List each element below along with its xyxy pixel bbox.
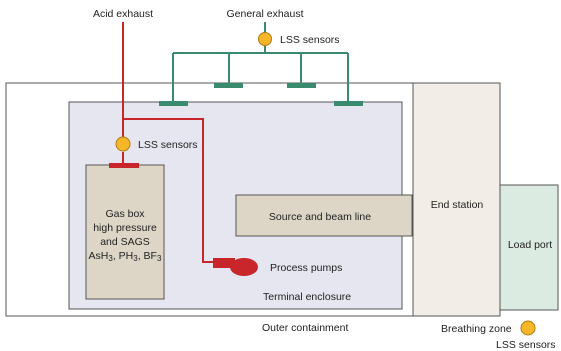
acid-exhaust-label: Acid exhaust — [93, 8, 153, 20]
general-exhaust-label: General exhaust — [226, 8, 303, 20]
exhaust-hoods — [159, 83, 363, 106]
lss-sensor-top-icon — [258, 32, 272, 46]
lss-sensor-breathing-icon — [520, 320, 536, 336]
process-pump-icon — [213, 258, 258, 276]
process-pumps-label: Process pumps — [270, 262, 342, 274]
acid-exhaust-line — [122, 22, 214, 263]
terminal-enclosure-label: Terminal enclosure — [263, 291, 351, 303]
exhaust-hood — [334, 101, 363, 106]
outer-containment-label: Outer containment — [262, 322, 348, 334]
lss-sensors-top-label: LSS sensors — [280, 34, 340, 46]
lss-sensors-inner-label: LSS sensors — [138, 139, 198, 151]
breathing-zone-label: Breathing zone — [441, 323, 512, 335]
gas-box-label-line: high pressure — [93, 222, 157, 234]
end-station-label: End station — [431, 199, 484, 211]
lss-sensors-bottom-label: LSS sensors — [496, 339, 556, 351]
load-port-box — [499, 184, 559, 311]
source-beam-line-label: Source and beam line — [269, 211, 371, 223]
gas-box-label-line: and SAGS — [100, 236, 150, 248]
gas-box-exhaust-hood — [109, 163, 139, 168]
gas-box-formula: AsH3, PH3, BF3 — [89, 250, 162, 263]
load-port-label: Load port — [508, 239, 552, 251]
end-station-box — [412, 82, 501, 317]
gas-box-label-line: Gas box — [105, 208, 145, 220]
exhaust-hood — [287, 83, 316, 88]
exhaust-hood — [214, 83, 243, 88]
source-beam-line-box — [235, 194, 413, 237]
lss-sensor-inner-icon — [115, 136, 131, 152]
exhaust-hood — [159, 101, 188, 106]
gas-box-label: Gas box high pressure and SAGS AsH3, PH3… — [89, 208, 162, 263]
general-exhaust-manifold — [172, 22, 349, 103]
